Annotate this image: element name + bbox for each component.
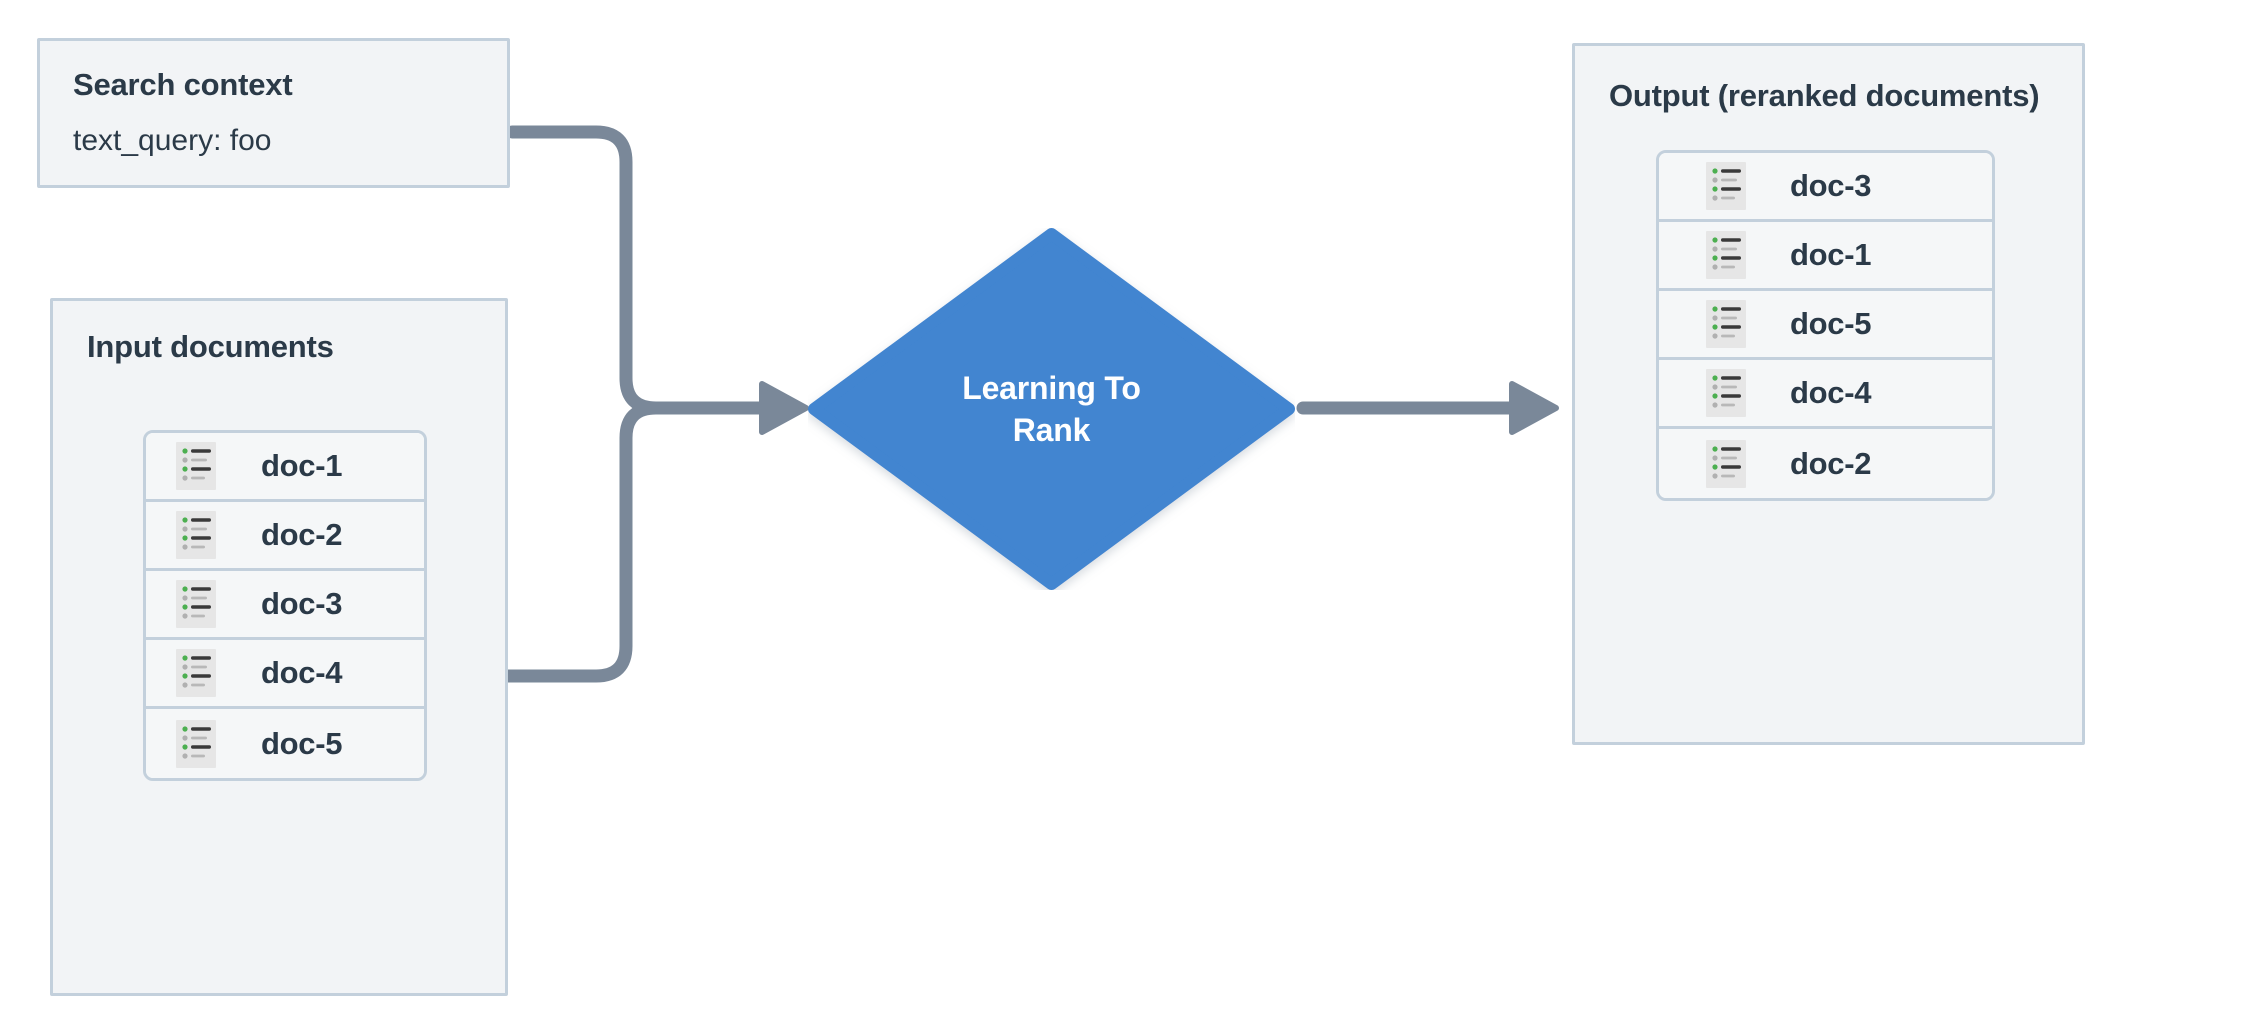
input-document-list: doc-1 doc-2 doc-3 doc-4 doc-5: [143, 430, 427, 781]
document-label: doc-5: [261, 725, 343, 761]
document-list-icon: [176, 719, 216, 768]
document-row[interactable]: doc-1: [1659, 222, 1992, 291]
document-row[interactable]: doc-3: [146, 571, 424, 640]
learning-to-rank-node[interactable]: Learning To Rank: [808, 228, 1295, 590]
document-row[interactable]: doc-5: [146, 709, 424, 778]
output-document-list: doc-3 doc-1 doc-5 doc-4 doc-2: [1656, 150, 1995, 501]
search-context-panel: Search context text_query: foo: [37, 38, 510, 188]
document-list-icon: [1706, 300, 1746, 348]
document-row[interactable]: doc-2: [1659, 429, 1992, 498]
document-label: doc-5: [1790, 306, 1872, 341]
document-label: doc-3: [1790, 168, 1872, 203]
output-panel-title: Output (reranked documents): [1609, 78, 2040, 113]
diamond-shape: [808, 228, 1295, 590]
document-label: doc-1: [1790, 237, 1872, 272]
edge-input-documents-to-ltr: [494, 401, 779, 683]
document-row[interactable]: doc-3: [1659, 153, 1992, 222]
document-label: doc-2: [261, 517, 343, 552]
input-documents-title: Input documents: [87, 329, 334, 364]
document-list-icon: [1706, 162, 1746, 210]
edge-search-context-to-ltr: [505, 125, 779, 415]
search-context-query-text: text_query: foo: [73, 124, 272, 157]
document-label: doc-4: [1790, 375, 1872, 410]
document-row[interactable]: doc-2: [146, 502, 424, 571]
document-row[interactable]: doc-1: [146, 433, 424, 502]
document-label: doc-1: [261, 448, 343, 483]
document-list-icon: [1706, 231, 1746, 279]
document-list-icon: [176, 580, 216, 628]
document-list-icon: [1706, 369, 1746, 417]
document-label: doc-4: [261, 655, 343, 690]
document-list-icon: [176, 442, 216, 490]
document-row[interactable]: doc-4: [1659, 360, 1992, 429]
document-row[interactable]: doc-5: [1659, 291, 1992, 360]
document-list-icon: [176, 649, 216, 697]
search-context-title: Search context: [73, 67, 293, 102]
document-list-icon: [1706, 439, 1746, 488]
document-row[interactable]: doc-4: [146, 640, 424, 709]
document-list-icon: [176, 511, 216, 559]
arrowhead-into-output: [1509, 381, 1559, 435]
arrowhead-into-ltr: [759, 381, 809, 435]
document-label: doc-2: [1790, 445, 1872, 481]
document-label: doc-3: [261, 586, 343, 621]
